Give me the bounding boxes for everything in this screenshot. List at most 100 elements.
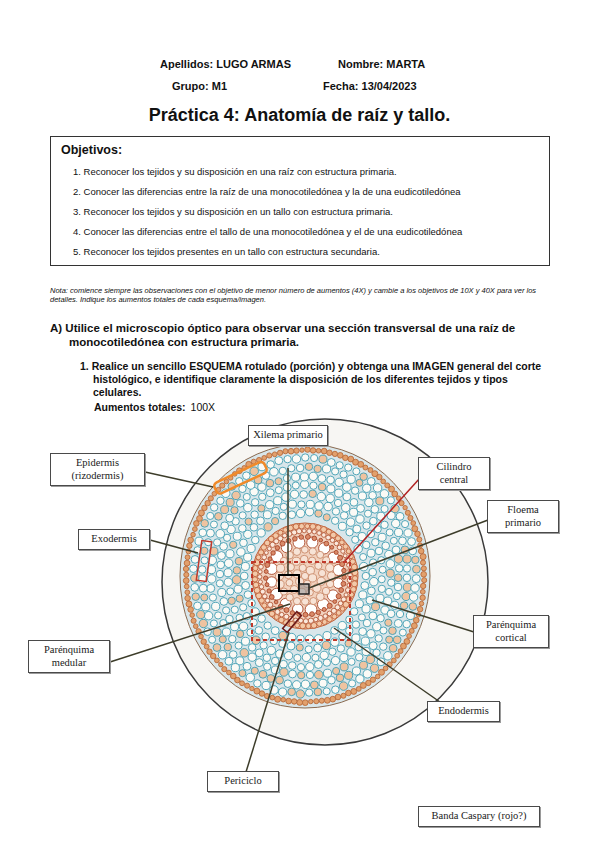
pericycle-mark [283, 612, 302, 633]
plant-cell [276, 676, 284, 684]
plant-cell [199, 529, 207, 537]
plant-cell [339, 540, 344, 545]
plant-cell [191, 583, 199, 591]
plant-cell [317, 551, 324, 558]
plant-cell [184, 560, 190, 566]
plant-cell [341, 581, 346, 586]
plant-cell [386, 560, 395, 569]
plant-cell [415, 531, 421, 537]
plant-cell [419, 601, 423, 605]
plant-cell [259, 564, 264, 569]
plant-cell [394, 583, 402, 591]
box-heading: Objetivos: [61, 143, 539, 157]
plant-cell [326, 494, 335, 503]
plant-cell [337, 645, 344, 652]
plant-cell [380, 627, 387, 634]
plant-cell [356, 686, 361, 691]
plant-cell [327, 476, 335, 484]
microscope-field [162, 419, 488, 745]
plant-cell [207, 512, 214, 519]
plant-cell [252, 536, 260, 544]
objective-item: 2. Conocer las diferencias entre la raíz… [61, 186, 539, 197]
plant-cell [350, 498, 358, 506]
plant-cell [216, 580, 223, 587]
plant-cell [309, 699, 313, 703]
plant-cell [227, 588, 234, 595]
leader-line [246, 632, 289, 772]
plant-cell [411, 521, 416, 526]
plant-cell [258, 570, 262, 574]
plant-cell [253, 582, 259, 588]
plant-cell [259, 493, 266, 500]
plant-cell [185, 555, 190, 560]
plant-cell [280, 503, 287, 510]
plant-cell [297, 529, 302, 534]
plant-cell [208, 575, 216, 583]
plant-cell [367, 477, 375, 485]
plant-cell [308, 618, 313, 623]
plant-cell [274, 497, 282, 505]
plant-cell [264, 663, 271, 670]
leader-line [334, 628, 440, 702]
plant-cell [352, 621, 359, 628]
plant-cell [347, 475, 355, 483]
plant-cell [305, 447, 311, 453]
plant-cell [350, 608, 358, 616]
plant-cell [267, 453, 272, 458]
plant-cell [413, 565, 421, 573]
plant-cell [302, 454, 309, 461]
plant-cell [284, 680, 292, 688]
plant-cell [289, 670, 297, 678]
plant-cell [190, 613, 195, 618]
plant-cell [309, 490, 317, 498]
plant-cell [236, 630, 243, 637]
plant-cell [207, 584, 215, 592]
plant-cell [272, 507, 279, 514]
plant-cell [257, 529, 265, 537]
plant-cell [333, 667, 340, 674]
plant-cell [239, 525, 247, 533]
plant-cell [393, 593, 400, 600]
plant-cell [296, 690, 304, 698]
plant-cell [420, 583, 425, 588]
plant-cell [264, 551, 268, 555]
plant-cell [332, 468, 339, 475]
plant-cell [299, 564, 306, 571]
plant-cell [372, 539, 379, 546]
header-field: Fecha: 13/04/2023 [323, 80, 417, 94]
task-text: 1. Realice un sencillo ESQUEMA rotulado … [80, 360, 550, 399]
plant-cell [371, 506, 379, 514]
plant-cell [360, 661, 368, 669]
plant-cell [387, 610, 395, 618]
plant-cell [369, 642, 377, 650]
plant-cell [318, 483, 326, 491]
plant-cell [392, 546, 400, 554]
plant-cell [288, 662, 296, 670]
plant-cell [255, 649, 263, 657]
plant-cell [217, 497, 224, 504]
plant-cell [317, 531, 322, 536]
plant-cell [307, 529, 312, 534]
plant-cell [346, 529, 353, 536]
plant-cell [363, 619, 371, 627]
plant-cell [297, 635, 304, 642]
plant-cell [346, 549, 351, 554]
plant-cell [317, 492, 325, 500]
plant-cell [403, 505, 407, 509]
callout-label: Parénquima cortical [478, 619, 544, 644]
plant-cell [271, 517, 278, 524]
plant-cell [409, 628, 414, 633]
plant-cell [262, 681, 270, 689]
plant-cell [243, 662, 251, 670]
plant-cell [240, 572, 248, 580]
plant-cell [268, 557, 272, 561]
plant-cell [262, 603, 267, 608]
plant-cell [321, 527, 327, 533]
plant-cell [257, 517, 265, 525]
plant-cell [282, 533, 286, 537]
plant-cell [402, 592, 410, 600]
phloem-mark [299, 584, 309, 594]
plant-cell [290, 585, 298, 593]
plant-cell [276, 580, 284, 588]
plant-cell [312, 536, 317, 541]
